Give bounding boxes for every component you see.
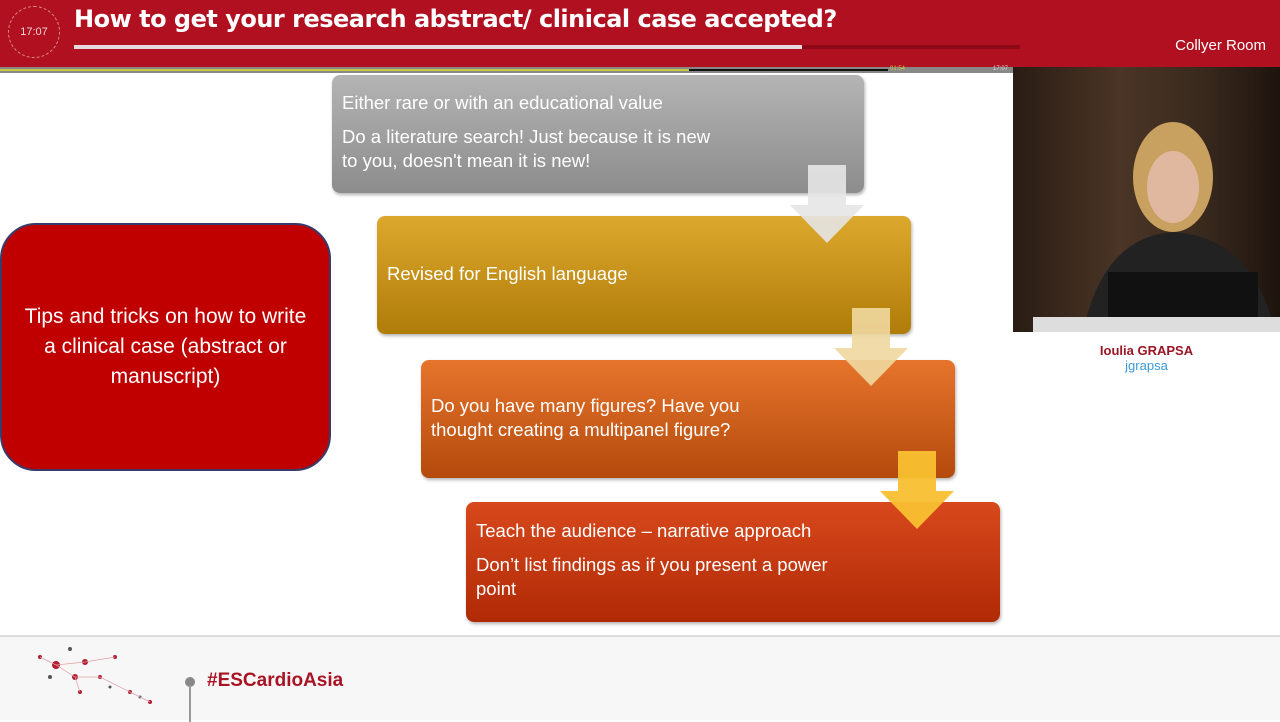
down-arrow-icon bbox=[880, 451, 954, 529]
speaker-video bbox=[1013, 67, 1280, 332]
step-box-1: Either rare or with an educational value… bbox=[332, 75, 864, 193]
video-progress-bar[interactable]: 01:54 17:07 bbox=[0, 66, 1013, 73]
video-buffer bbox=[688, 69, 888, 71]
timeline-line bbox=[189, 685, 191, 722]
step-text: Revised for English language bbox=[387, 263, 628, 284]
room-label: Collyer Room bbox=[1175, 37, 1266, 54]
elapsed-time: 01:54 bbox=[890, 66, 906, 72]
step-text: Do you have many figures? Have you thoug… bbox=[431, 395, 740, 440]
session-title: How to get your research abstract/ clini… bbox=[74, 5, 837, 33]
step-text: Do a literature search! Just because it … bbox=[342, 126, 711, 171]
step-text: Either rare or with an educational value bbox=[342, 92, 663, 113]
hashtag: #ESCardioAsia bbox=[207, 670, 344, 691]
step-text: Don’t list findings as if you present a … bbox=[476, 554, 828, 599]
down-arrow-icon bbox=[790, 165, 864, 243]
video-progress-fill bbox=[0, 69, 689, 71]
speaker-handle[interactable]: jgrapsa bbox=[1125, 358, 1168, 373]
session-progress-fill bbox=[74, 45, 803, 49]
session-clock: 17:07 bbox=[8, 6, 60, 58]
session-progress bbox=[74, 45, 1020, 49]
down-arrow-icon bbox=[834, 308, 908, 386]
speaker-name: Ioulia GRAPSA bbox=[1099, 343, 1194, 358]
end-time: 17:07 bbox=[993, 66, 1009, 72]
asia-network-logo bbox=[38, 647, 152, 704]
header-bar: 17:07 How to get your research abstract/… bbox=[0, 0, 1280, 67]
speaker-info: Ioulia GRAPSA jgrapsa bbox=[1013, 343, 1280, 373]
footer: #ESCardioAsia bbox=[0, 635, 1280, 722]
speaker-image bbox=[1033, 122, 1280, 332]
main-topic-box: Tips and tricks on how to write a clinic… bbox=[0, 223, 331, 471]
timeline-dot bbox=[185, 677, 195, 687]
step-text: Teach the audience – narrative approach bbox=[476, 520, 812, 541]
slide: Tips and tricks on how to write a clinic… bbox=[0, 73, 1013, 635]
